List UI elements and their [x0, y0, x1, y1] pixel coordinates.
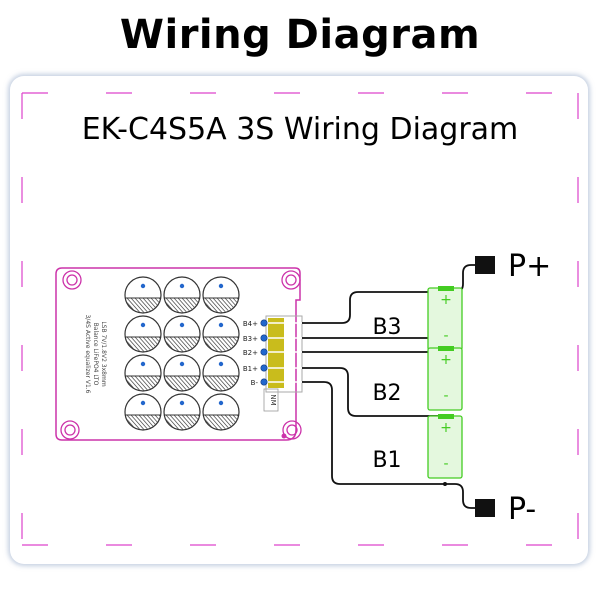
capacitor — [163, 393, 201, 431]
pin-dot — [260, 334, 268, 342]
battery-plus: + — [440, 352, 452, 368]
terminal-label-negative: P- — [508, 492, 536, 527]
wire-b1plus — [302, 367, 445, 417]
battery-minus: - — [443, 388, 448, 404]
pin-dot — [260, 319, 268, 327]
terminal-block-positive — [475, 256, 495, 274]
battery-minus: - — [443, 328, 448, 344]
mounting-hole — [62, 270, 82, 290]
silk-line: LSB 7V/1.8V2 3x8mm — [100, 321, 107, 387]
battery-stack: +-+-+- — [427, 286, 463, 479]
guide-frame — [21, 92, 579, 546]
battery-minus: - — [443, 456, 448, 472]
battery-cell: +- — [427, 346, 463, 411]
battery-label-b1: B1 — [372, 448, 401, 473]
battery-label-b3: B3 — [372, 315, 401, 340]
battery-plus: + — [440, 292, 452, 308]
wire-p-minus — [445, 483, 475, 509]
board-dot — [281, 433, 287, 439]
pin-label: B2+ — [243, 349, 258, 357]
pin-label: B4+ — [243, 320, 258, 328]
connector-mark-box — [263, 388, 279, 412]
battery-plus: + — [440, 420, 452, 436]
battery-label-b2: B2 — [372, 381, 401, 406]
capacitor — [124, 393, 162, 431]
battery-cell: +- — [427, 414, 463, 479]
capacitor — [202, 276, 240, 314]
connector-mark: NM — [269, 394, 277, 405]
terminal-label-positive: P+ — [508, 249, 551, 284]
pin-dot — [260, 348, 268, 356]
wires — [302, 264, 475, 509]
capacitor — [124, 354, 162, 392]
pin-label: B1+ — [243, 365, 258, 373]
connector-pins: B4+ B3+ B2+ B1+ B- — [243, 319, 302, 387]
wire-b4plus — [302, 291, 445, 324]
connector-body — [268, 318, 284, 388]
capacitor — [163, 354, 201, 392]
battery-cell: +- — [427, 286, 463, 351]
mounting-hole — [281, 270, 301, 290]
capacitor — [124, 276, 162, 314]
mounting-hole — [282, 420, 302, 440]
pin-label: B- — [251, 379, 259, 387]
terminal-block-negative — [475, 499, 495, 517]
pin-dot — [260, 378, 268, 386]
capacitor — [163, 315, 201, 353]
pin-dot — [260, 364, 268, 372]
silk-line: Balance LiFePO4 LTO — [92, 323, 99, 386]
silk-line: 3/4S Active equalizer V1.6 — [84, 314, 91, 393]
page-title: Wiring Diagram — [119, 12, 481, 58]
wire-bminus — [302, 381, 445, 485]
diagram-title: EK-C4S5A 3S Wiring Diagram — [81, 112, 519, 147]
pin-label: B3+ — [243, 335, 258, 343]
mounting-hole — [60, 420, 80, 440]
